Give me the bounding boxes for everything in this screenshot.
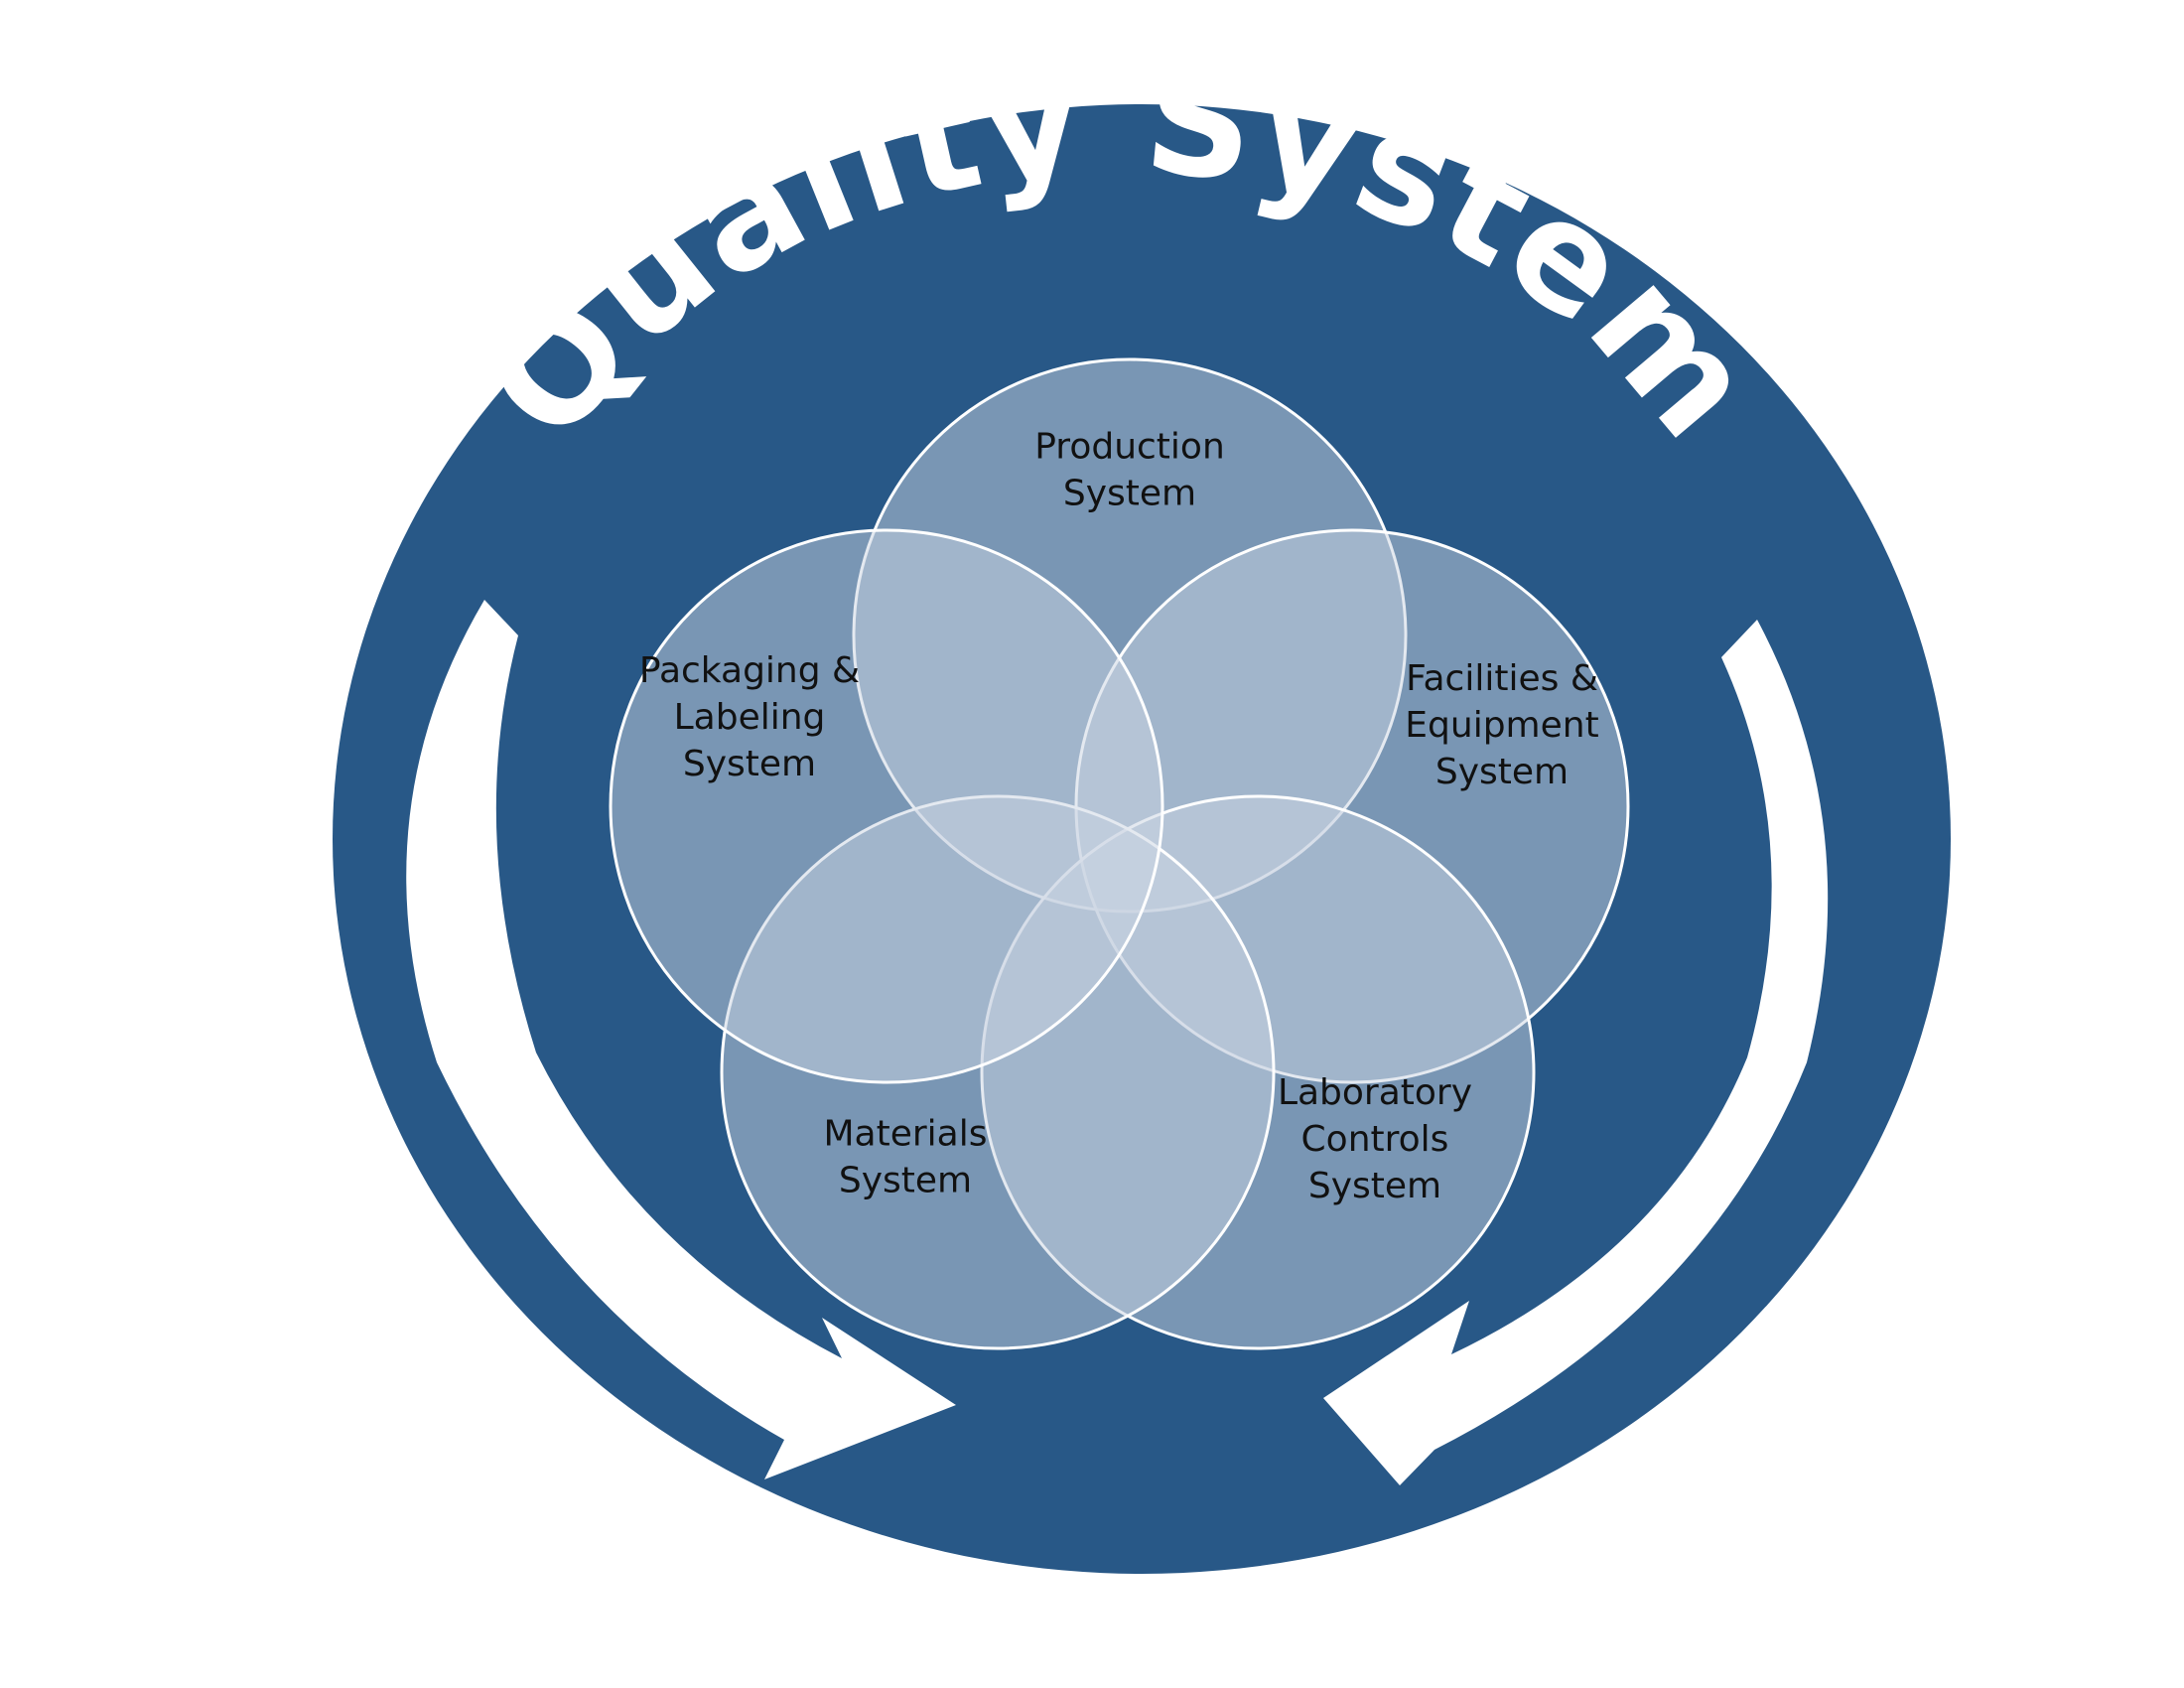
laboratory-controls-label-line: System xyxy=(1308,1166,1441,1206)
packaging-labeling-label-line: Labeling xyxy=(674,697,826,738)
packaging-labeling-label-line: Packaging & xyxy=(639,650,860,691)
right-cycle-arrow-icon xyxy=(1323,620,1829,1485)
packaging-labeling-label-line: System xyxy=(683,744,816,784)
cycle-arrows xyxy=(406,600,1829,1485)
materials-label-line: System xyxy=(839,1161,972,1201)
packaging-labeling-circle xyxy=(609,528,1164,1084)
laboratory-controls-label-line: Laboratory xyxy=(1278,1072,1472,1113)
production-label-line: Production xyxy=(1034,427,1225,468)
system-circles xyxy=(609,357,1630,1350)
facilities-equipment-label-line: Equipment xyxy=(1405,705,1598,746)
facilities-equipment-label-line: Facilities & xyxy=(1406,658,1598,699)
facilities-equipment-label-line: System xyxy=(1435,752,1569,792)
laboratory-controls-label-line: Controls xyxy=(1301,1119,1449,1160)
production-label-line: System xyxy=(1063,474,1196,514)
left-cycle-arrow-icon xyxy=(406,600,956,1479)
materials-label-line: Materials xyxy=(823,1114,987,1155)
